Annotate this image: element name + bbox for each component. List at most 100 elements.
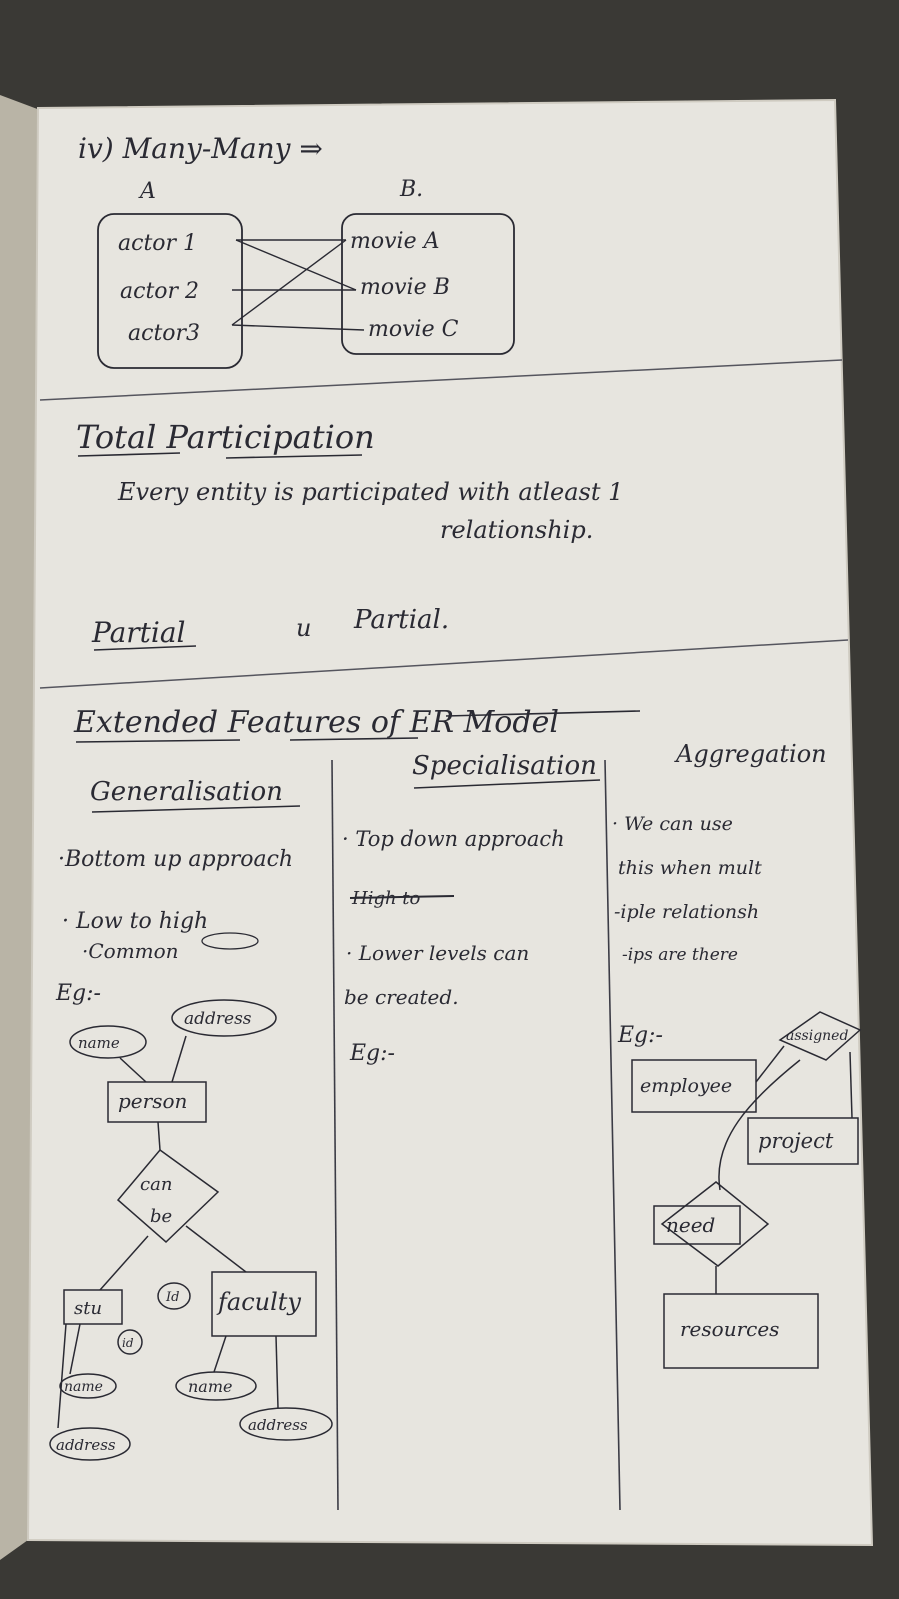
underline: [225, 454, 363, 459]
attribute-oval: [175, 1371, 257, 1401]
mapping-line: [231, 239, 347, 326]
many-many-heading: iv) Many-Many ⇒: [78, 132, 323, 165]
connector-line: [57, 1323, 67, 1429]
agg-eg-label: Eg:-: [617, 1023, 663, 1048]
person-entity: person: [118, 1089, 187, 1113]
relationship-diamond: [116, 1148, 220, 1244]
agg-point-4: -ips are there: [622, 945, 738, 965]
can-be-relationship: be: [150, 1206, 172, 1227]
underline: [93, 645, 197, 651]
gen-point-3: ·Common: [82, 939, 179, 963]
project-entity: project: [758, 1129, 834, 1153]
separator-1: [39, 359, 843, 401]
need-relationship: need: [666, 1213, 715, 1237]
strikethrough: [349, 895, 455, 899]
entity-box: [211, 1271, 317, 1337]
generalisation-diagram: [49, 999, 333, 1461]
underline: [289, 737, 419, 741]
connector-line: [849, 1051, 853, 1119]
id-attribute: Id: [165, 1290, 179, 1305]
attribute-oval: [117, 1329, 143, 1355]
movie-c: movie C: [368, 317, 459, 342]
actor-1: actor 1: [118, 231, 197, 256]
underline: [91, 805, 301, 813]
spec-point-1: · Top down approach: [342, 827, 565, 851]
can-be-relationship: can: [140, 1174, 172, 1195]
aggregation-heading: Aggregation: [674, 740, 827, 768]
set-b-label: B.: [399, 177, 423, 202]
stu-entity: stu: [74, 1298, 102, 1319]
mapping-line: [235, 239, 357, 291]
set-a-label: A: [138, 179, 156, 204]
connector-line: [185, 1225, 247, 1273]
column-divider-1: [331, 759, 339, 1511]
entity-box: [747, 1117, 859, 1165]
set-a-box: [97, 213, 243, 369]
attribute-oval: [239, 1407, 333, 1441]
attribute-oval: [49, 1427, 131, 1461]
total-participation-heading: Total Participation: [76, 418, 375, 456]
connector-line: [99, 1235, 149, 1291]
address-attribute: address: [248, 1416, 308, 1434]
gen-point-1: ·Bottom up approach: [58, 847, 293, 872]
agg-point-3: -iple relationsh: [614, 901, 759, 923]
gen-eg-label: Eg:-: [55, 981, 101, 1006]
specialisation-heading: Specialisation: [412, 751, 597, 781]
address-attribute: address: [184, 1009, 252, 1029]
name-attribute: name: [64, 1379, 103, 1395]
ditto-mark: u: [296, 614, 311, 642]
spec-point-2-struck: High to: [351, 888, 421, 909]
attribute-oval: [69, 1025, 147, 1059]
entity-box: [663, 1293, 819, 1369]
employee-entity: employee: [640, 1075, 732, 1097]
actor-3: actor3: [128, 321, 200, 346]
gen-point-2: · Low to high: [62, 909, 208, 934]
partial-value: Partial.: [353, 605, 449, 635]
mapping-lines: [231, 239, 365, 331]
connector-line: [755, 1045, 785, 1083]
doodle: [201, 932, 259, 950]
attribute-oval: [157, 1282, 191, 1310]
underline: [445, 710, 641, 717]
connector-line: [718, 1059, 801, 1191]
attribute-oval: [59, 1373, 117, 1399]
separator-2: [39, 639, 849, 689]
connector-line: [213, 1335, 227, 1373]
connector-line: [275, 1335, 279, 1409]
connector-line: [157, 1121, 161, 1151]
agg-point-2: this when mult: [618, 857, 762, 879]
faculty-entity: faculty: [216, 1288, 301, 1316]
underline: [77, 452, 181, 457]
aggregation-diagram: [631, 1011, 862, 1369]
connector-line: [69, 1323, 81, 1375]
underline: [413, 779, 601, 789]
spec-point-3: · Lower levels can: [346, 941, 529, 965]
extended-features-heading: Extended Features of ER Model: [73, 705, 559, 740]
name-attribute: name: [188, 1377, 232, 1396]
underline: [75, 739, 241, 743]
relationship-diamond: [660, 1181, 770, 1267]
actor-2: actor 2: [120, 279, 199, 304]
spec-eg-label: Eg:-: [349, 1041, 395, 1066]
entity-box: [653, 1205, 741, 1245]
total-participation-line2: relationship.: [440, 516, 593, 544]
page-border: [26, 98, 874, 1547]
entity-box: [63, 1289, 123, 1325]
resources-entity: resources: [680, 1317, 779, 1341]
id-attribute: id: [122, 1336, 134, 1350]
relationship-diamond: [778, 1011, 862, 1061]
total-participation-line1: Every entity is participated with atleas…: [117, 478, 623, 506]
movie-b: movie B: [360, 275, 450, 300]
agg-point-1: · We can use: [612, 813, 733, 835]
movie-a: movie A: [350, 229, 439, 254]
assigned-relationship: assigned: [786, 1028, 848, 1044]
partial-label: Partial: [91, 616, 186, 649]
name-attribute: name: [78, 1034, 120, 1052]
connector-line: [171, 1035, 187, 1083]
generalisation-heading: Generalisation: [90, 777, 283, 807]
spec-point-4: be created.: [344, 985, 459, 1009]
connector-line: [119, 1057, 147, 1083]
mapping-line: [231, 324, 365, 331]
